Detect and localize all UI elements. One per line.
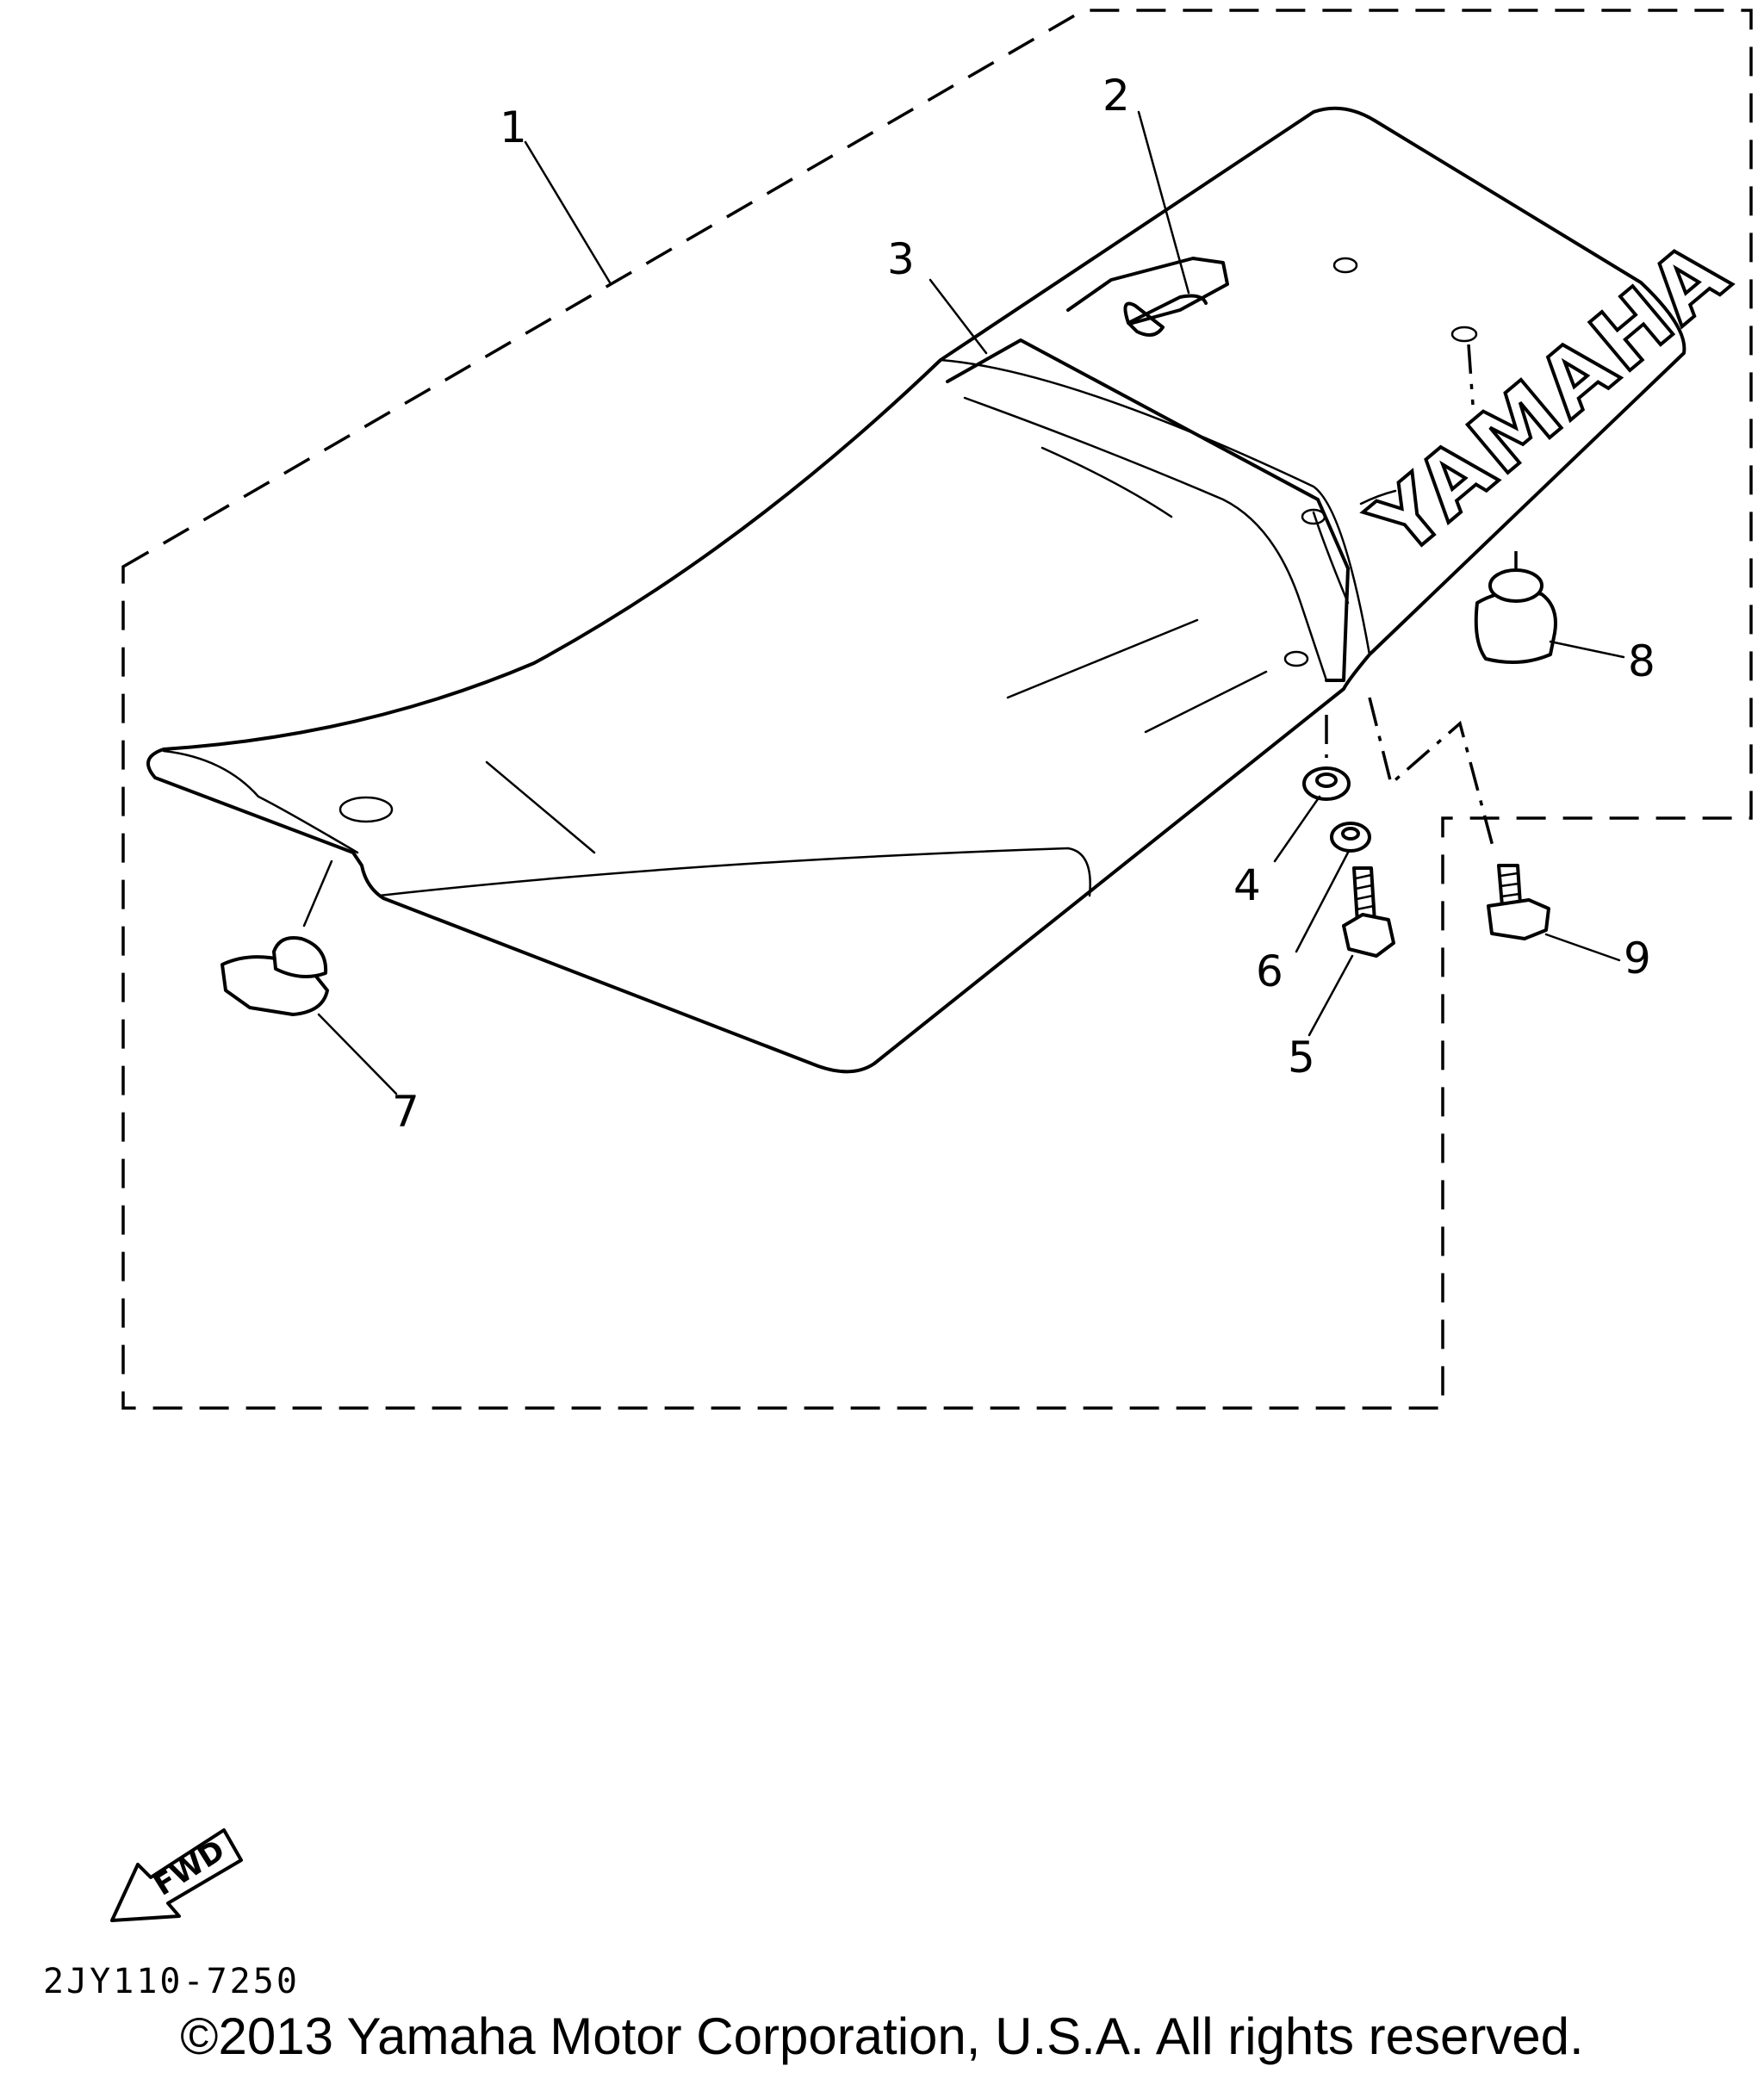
callout-5: 5 bbox=[1288, 1033, 1315, 1083]
assembly-boundary bbox=[121, 9, 1753, 1410]
callout-9: 9 bbox=[1624, 934, 1651, 983]
yamaha-logo: YAMAHA bbox=[1351, 220, 1748, 576]
callout-7: 7 bbox=[392, 1087, 419, 1137]
forward-arrow-icon: FWD bbox=[110, 1828, 243, 1922]
callout-leaders bbox=[302, 110, 1625, 1095]
part-7-damper bbox=[220, 936, 329, 1016]
callout-2: 2 bbox=[1102, 71, 1130, 121]
callout-4: 4 bbox=[1233, 860, 1261, 910]
part-5-bolt bbox=[1342, 866, 1395, 958]
diagram-code: 2JY110-7250 bbox=[43, 1962, 300, 2001]
part-9-bolt bbox=[1487, 864, 1550, 940]
part-6-collar bbox=[1330, 822, 1371, 853]
callout-8: 8 bbox=[1628, 636, 1655, 686]
callout-1: 1 bbox=[500, 102, 527, 152]
part-4-washer bbox=[1302, 766, 1351, 801]
callout-6: 6 bbox=[1256, 946, 1283, 996]
copyright-notice: ©2013 Yamaha Motor Corporation, U.S.A. A… bbox=[180, 2007, 1584, 2065]
callout-3: 3 bbox=[887, 234, 915, 284]
part-8-damper bbox=[1474, 568, 1557, 664]
